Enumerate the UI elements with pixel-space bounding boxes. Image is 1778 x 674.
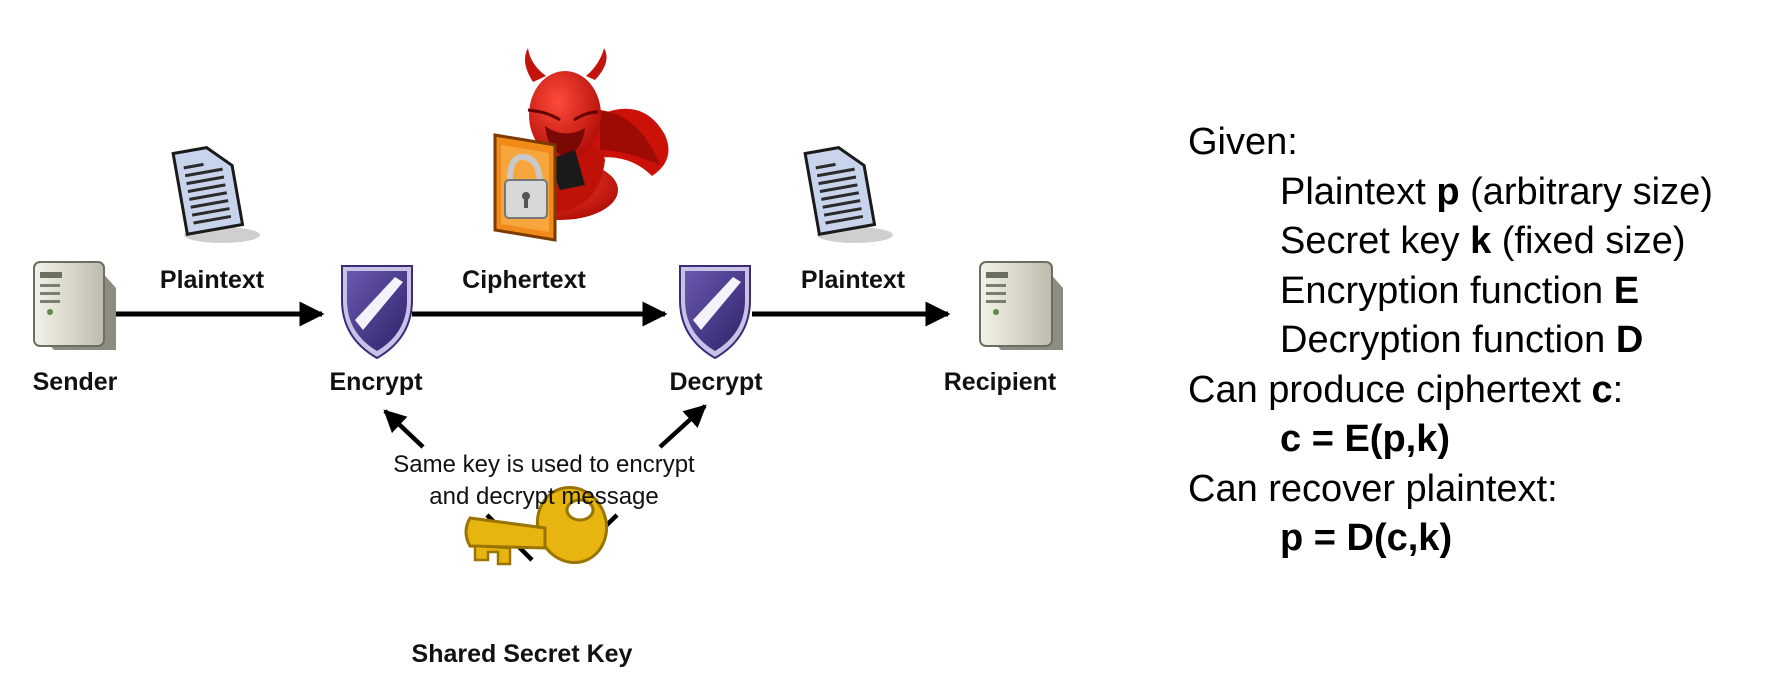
recipient-label: Recipient — [944, 368, 1057, 396]
key-note-line1: Same key is used to encrypt — [393, 451, 695, 478]
plaintext-line: Plaintext p (arbitrary size) — [1280, 170, 1713, 213]
description-panel: Given: Plaintext p (arbitrary size) Secr… — [1188, 118, 1768, 564]
arrow-key-to-encrypt — [383, 409, 425, 449]
decrypt-label: Decrypt — [669, 368, 763, 396]
plaintext-left-label: Plaintext — [160, 266, 265, 294]
server-icon — [979, 261, 1063, 350]
encryption-function-line: Encryption function E — [1280, 269, 1640, 312]
shield-icon — [679, 265, 751, 360]
given-heading: Given: — [1188, 121, 1298, 163]
shared-key-label: Shared Secret Key — [412, 640, 633, 668]
ciphertext-label: Ciphertext — [462, 266, 586, 294]
key-note-line2: and decrypt message — [429, 483, 658, 510]
var-k: k — [1470, 220, 1492, 262]
recover-plaintext-line: Can recover plaintext: — [1188, 467, 1558, 510]
var-c: c — [1591, 368, 1613, 411]
sender-label: Sender — [33, 368, 118, 396]
decrypt-formula: p = D(c,k) — [1280, 517, 1453, 559]
shield-icon — [341, 265, 413, 360]
arrow-key-to-decrypt — [658, 404, 707, 449]
locked-ciphertext-icon — [493, 133, 557, 242]
plaintext-right-label: Plaintext — [801, 266, 906, 294]
secret-key-line: Secret key k (fixed size) — [1280, 220, 1686, 262]
var-D: D — [1615, 319, 1644, 361]
document-icon — [171, 146, 260, 243]
var-p: p — [1436, 170, 1460, 213]
produce-ciphertext-line: Can produce ciphertext c: — [1188, 368, 1624, 411]
document-icon — [803, 146, 893, 243]
server-icon — [33, 261, 116, 350]
var-E: E — [1613, 269, 1640, 312]
decryption-function-line: Decryption function D — [1280, 319, 1644, 361]
encrypt-formula: c = E(p,k) — [1280, 418, 1450, 460]
encryption-diagram: Sender Encrypt Decrypt Recipient Plainte… — [33, 48, 1063, 668]
key-icon — [464, 485, 608, 566]
encrypt-label: Encrypt — [329, 368, 423, 396]
